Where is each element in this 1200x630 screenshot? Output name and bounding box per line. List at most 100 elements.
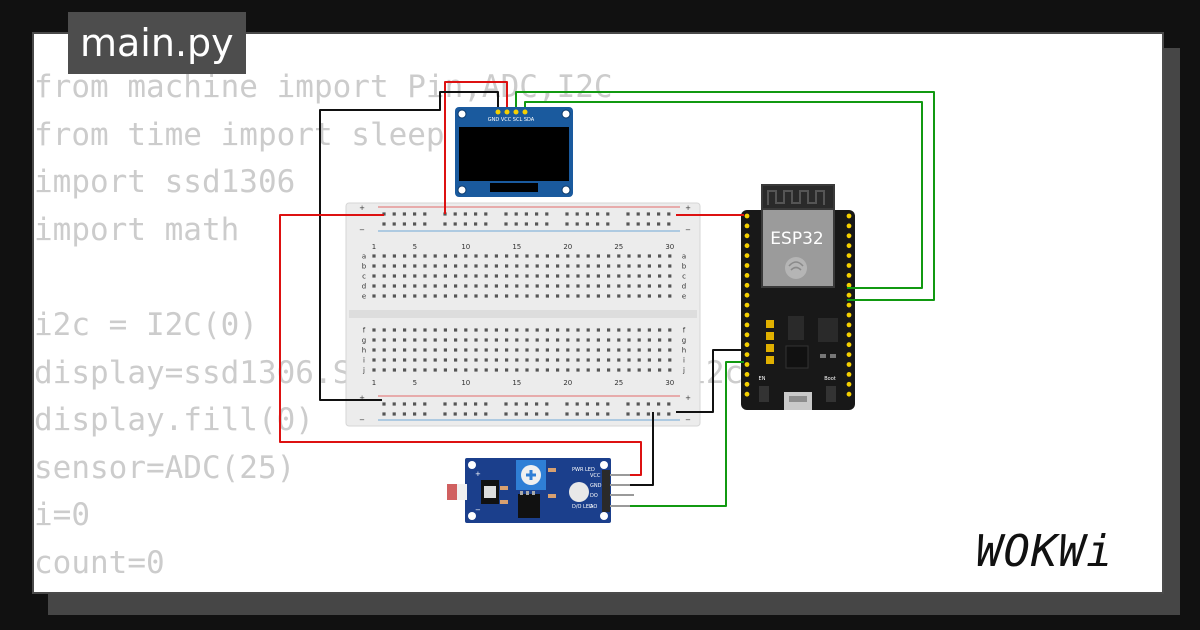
breadboard-hole — [505, 284, 509, 288]
breadboard-hole — [403, 328, 407, 332]
breadboard-hole — [637, 274, 641, 278]
breadboard-hole — [617, 264, 621, 268]
row-letter: j — [682, 367, 685, 375]
breadboard-hole — [535, 328, 539, 332]
breadboard-hole — [596, 212, 600, 216]
breadboard-hole — [585, 412, 589, 416]
breadboard-hole — [565, 402, 569, 406]
row-letter: a — [682, 253, 686, 261]
breadboard-hole — [515, 254, 519, 258]
breadboard-hole — [657, 402, 661, 406]
breadboard-hole — [576, 368, 580, 372]
breadboard-hole — [505, 348, 509, 352]
breadboard-hole — [617, 338, 621, 342]
esp32-board[interactable]: ESP32 EN Boot — [741, 184, 855, 410]
header-pin — [744, 352, 750, 357]
breadboard-hole — [372, 338, 376, 342]
row-letter: d — [682, 283, 686, 291]
breadboard-hole — [668, 368, 672, 372]
breadboard-hole — [627, 328, 631, 332]
breadboard-hole — [474, 264, 478, 268]
breadboard-hole — [423, 348, 427, 352]
header-pin — [744, 362, 750, 367]
breadboard-hole — [525, 348, 529, 352]
breadboard-hole — [586, 294, 590, 298]
breadboard-hole — [504, 212, 508, 216]
breadboard-hole — [596, 402, 600, 406]
breadboard-hole — [647, 358, 651, 362]
breadboard-hole — [423, 274, 427, 278]
breadboard-hole — [474, 284, 478, 288]
breadboard-hole — [586, 254, 590, 258]
wires — [279, 81, 935, 507]
breadboard-hole — [627, 338, 631, 342]
header-pin — [846, 253, 852, 258]
breadboard-hole — [372, 358, 376, 362]
breadboard-hole — [626, 412, 630, 416]
breadboard-hole — [586, 358, 590, 362]
header-pin — [846, 213, 852, 219]
breadboard-hole — [463, 222, 467, 226]
breadboard-hole — [545, 402, 549, 406]
breadboard-hole — [576, 264, 580, 268]
code-line: i2c = I2C(0) — [34, 306, 258, 343]
breadboard-hole — [514, 412, 518, 416]
breadboard-hole — [464, 368, 468, 372]
header-pin — [846, 273, 852, 278]
column-number: 20 — [563, 243, 572, 251]
breadboard-hole — [607, 358, 611, 362]
header-pin — [846, 352, 852, 357]
breadboard-hole — [443, 358, 447, 362]
breadboard-hole — [382, 412, 386, 416]
breadboard-hole — [453, 212, 457, 216]
breadboard-hole — [443, 348, 447, 352]
breadboard-hole — [484, 212, 488, 216]
breadboard-hole — [505, 368, 509, 372]
code-line: import ssd1306 — [34, 164, 296, 201]
breadboard-hole — [637, 328, 641, 332]
header-pin — [846, 282, 852, 288]
rail-sign: + — [359, 394, 365, 402]
breadboard-hole — [423, 222, 427, 226]
breadboard-hole — [607, 328, 611, 332]
sensor-pin-do: DO — [590, 493, 598, 499]
breadboard-hole — [474, 402, 478, 406]
breadboard-hole — [484, 348, 488, 352]
breadboard-hole — [606, 212, 610, 216]
breadboard-hole — [403, 284, 407, 288]
breadboard-hole — [535, 284, 539, 288]
breadboard-hole — [566, 328, 570, 332]
breadboard-hole — [494, 294, 498, 298]
breadboard-hole — [586, 328, 590, 332]
breadboard-hole — [382, 338, 386, 342]
breadboard-hole — [372, 348, 376, 352]
oled-display[interactable]: GND VCC SCL SDA — [455, 107, 573, 197]
breadboard-hole — [402, 222, 406, 226]
breadboard-hole — [647, 264, 651, 268]
column-number: 20 — [563, 379, 572, 387]
breadboard-hole — [433, 254, 437, 258]
column-number: 10 — [461, 243, 470, 251]
header-pin — [744, 223, 750, 229]
breadboard-hole — [443, 294, 447, 298]
breadboard-hole — [617, 274, 621, 278]
breadboard-hole — [484, 284, 488, 288]
header-pin — [846, 302, 852, 308]
breadboard-hole — [596, 412, 600, 416]
breadboard-hole — [382, 328, 386, 332]
light-sensor-module[interactable]: + − PWR LED D/O LED VCC GND DO AO — [447, 458, 634, 523]
breadboard-hole — [464, 338, 468, 342]
column-number: 30 — [665, 243, 674, 251]
breadboard-hole — [585, 222, 589, 226]
header-pin — [744, 253, 750, 258]
breadboard-hole — [443, 222, 447, 226]
breadboard-hole — [413, 274, 417, 278]
boot-button-label: Boot — [824, 376, 836, 382]
breadboard-hole — [454, 264, 458, 268]
breadboard-hole — [556, 264, 560, 268]
breadboard-hole — [454, 254, 458, 258]
breadboard-hole — [403, 294, 407, 298]
breadboard-hole — [494, 264, 498, 268]
